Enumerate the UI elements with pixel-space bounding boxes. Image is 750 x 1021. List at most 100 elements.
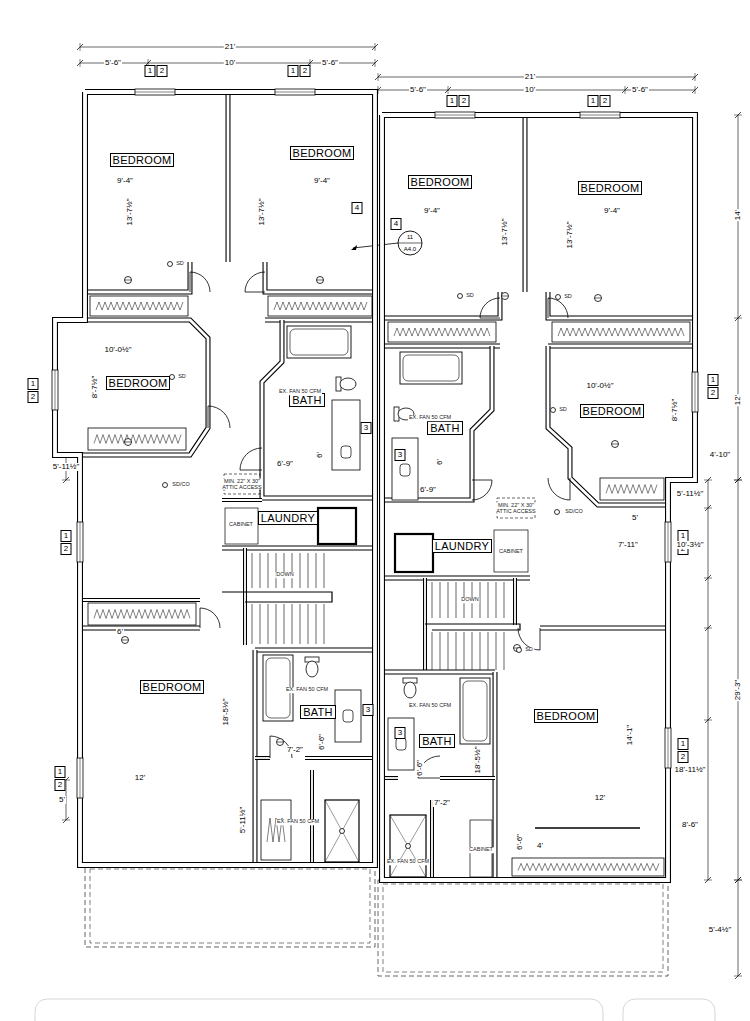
- door-swing: [208, 406, 230, 428]
- window-glass: [80, 522, 81, 562]
- closet: [88, 428, 186, 450]
- stair-tread: [432, 582, 433, 618]
- room-name: BEDROOM: [583, 405, 642, 417]
- dimension-tick: [705, 505, 711, 511]
- dimension-tick: [734, 880, 742, 881]
- shower: [390, 815, 426, 877]
- callout-number: 1: [678, 738, 689, 750]
- dimension: 9'-4": [313, 177, 331, 185]
- dimension: 10'-3½": [675, 541, 704, 549]
- room-label: BEDROOM: [290, 146, 355, 160]
- bathtub: [287, 326, 351, 358]
- callout-number: 4: [352, 202, 363, 214]
- outlet-symbol: [502, 293, 509, 300]
- dimension: 13'-7½": [566, 220, 574, 249]
- cabinet: [225, 508, 258, 544]
- dimension-tick: [692, 74, 698, 80]
- dimension: 9'-4": [603, 207, 621, 215]
- note: EX. FAN 50 CFM: [278, 389, 322, 395]
- sink: [400, 464, 410, 476]
- wall: [80, 598, 200, 602]
- callout-number: 3: [363, 704, 374, 716]
- note: SD: [558, 407, 568, 413]
- detector-symbol: [163, 483, 168, 488]
- window-glass: [55, 370, 56, 410]
- window: [692, 372, 698, 412]
- outlet-symbol: [612, 444, 619, 445]
- dimension-tick: [372, 60, 378, 66]
- wall-core: [305, 757, 375, 759]
- window: [52, 370, 58, 410]
- callout-number: 3: [395, 727, 406, 739]
- window-glass: [135, 92, 175, 93]
- note: CABINET: [498, 549, 524, 555]
- wall-core: [382, 345, 500, 348]
- window: [77, 522, 83, 562]
- room-name: LAUNDRY: [435, 540, 489, 552]
- outlet-symbol: [122, 640, 129, 641]
- shower-slope: [390, 815, 426, 877]
- door-swing: [472, 480, 492, 500]
- callout-number: 2: [300, 65, 311, 77]
- note: EX. FAN 50 CFM: [285, 687, 329, 693]
- wall-core: [524, 115, 527, 292]
- stair-tread: [268, 553, 269, 588]
- dimension: 5'-6": [631, 86, 649, 94]
- room-name: BEDROOM: [537, 710, 596, 722]
- wall-core: [255, 649, 375, 652]
- closet-hatch: [606, 485, 657, 494]
- wall-core: [244, 548, 246, 645]
- outlet-symbol: [317, 277, 324, 284]
- outlet-symbol: [125, 280, 132, 281]
- room-name: BEDROOM: [109, 377, 168, 389]
- stair-tread: [440, 632, 441, 670]
- callout-number: 1: [588, 95, 599, 107]
- dimension-tick: [80, 43, 81, 51]
- note: EX. FAN 50 CFM: [276, 819, 320, 825]
- dimension: 10': [524, 86, 536, 94]
- room-name: BATH: [430, 422, 460, 434]
- dimension: 5'-6": [104, 59, 122, 67]
- note: DOWN: [460, 597, 479, 603]
- stair-tread: [260, 604, 261, 644]
- outlet-symbol: [514, 645, 521, 652]
- dimension: 5'-11½": [52, 463, 80, 471]
- dimension: 5': [631, 514, 639, 522]
- room-label: BATH: [427, 421, 463, 435]
- closet: [512, 858, 664, 876]
- door-swing: [190, 272, 210, 292]
- stair-tread: [488, 632, 489, 670]
- closet: [388, 322, 496, 342]
- wall-core: [548, 292, 695, 318]
- dimension: 5'-11½": [676, 490, 704, 498]
- wall-core: [382, 115, 695, 880]
- window: [77, 758, 83, 798]
- wall: [310, 770, 314, 865]
- dimension: 13'-7½": [501, 217, 509, 246]
- dimension: 8'-7½": [91, 375, 99, 400]
- vanity: [335, 690, 361, 742]
- callout-number: 3: [361, 422, 372, 434]
- stair-tread: [300, 553, 301, 588]
- dimension: 13'-7½": [258, 197, 266, 226]
- door-swing: [245, 272, 265, 292]
- room-label: BEDROOM: [578, 181, 643, 195]
- callout-number: 2: [678, 751, 689, 763]
- dimension: 6': [116, 628, 124, 636]
- dimension-tick: [704, 628, 712, 629]
- wall: [226, 92, 231, 262]
- note: SD: [175, 261, 185, 267]
- room-label: BATH: [300, 705, 336, 719]
- closet: [600, 478, 664, 500]
- door-swing: [548, 298, 568, 318]
- porch-outline: [378, 880, 668, 976]
- room-name: BATH: [292, 394, 322, 406]
- dimension: 12': [594, 794, 606, 802]
- detector-symbol: [551, 408, 556, 413]
- stair-tread: [504, 632, 505, 670]
- room-label: BEDROOM: [140, 680, 205, 694]
- stair-tread: [260, 553, 261, 588]
- wall-core: [431, 800, 433, 880]
- wall: [243, 548, 247, 645]
- dimension-line: [738, 880, 739, 976]
